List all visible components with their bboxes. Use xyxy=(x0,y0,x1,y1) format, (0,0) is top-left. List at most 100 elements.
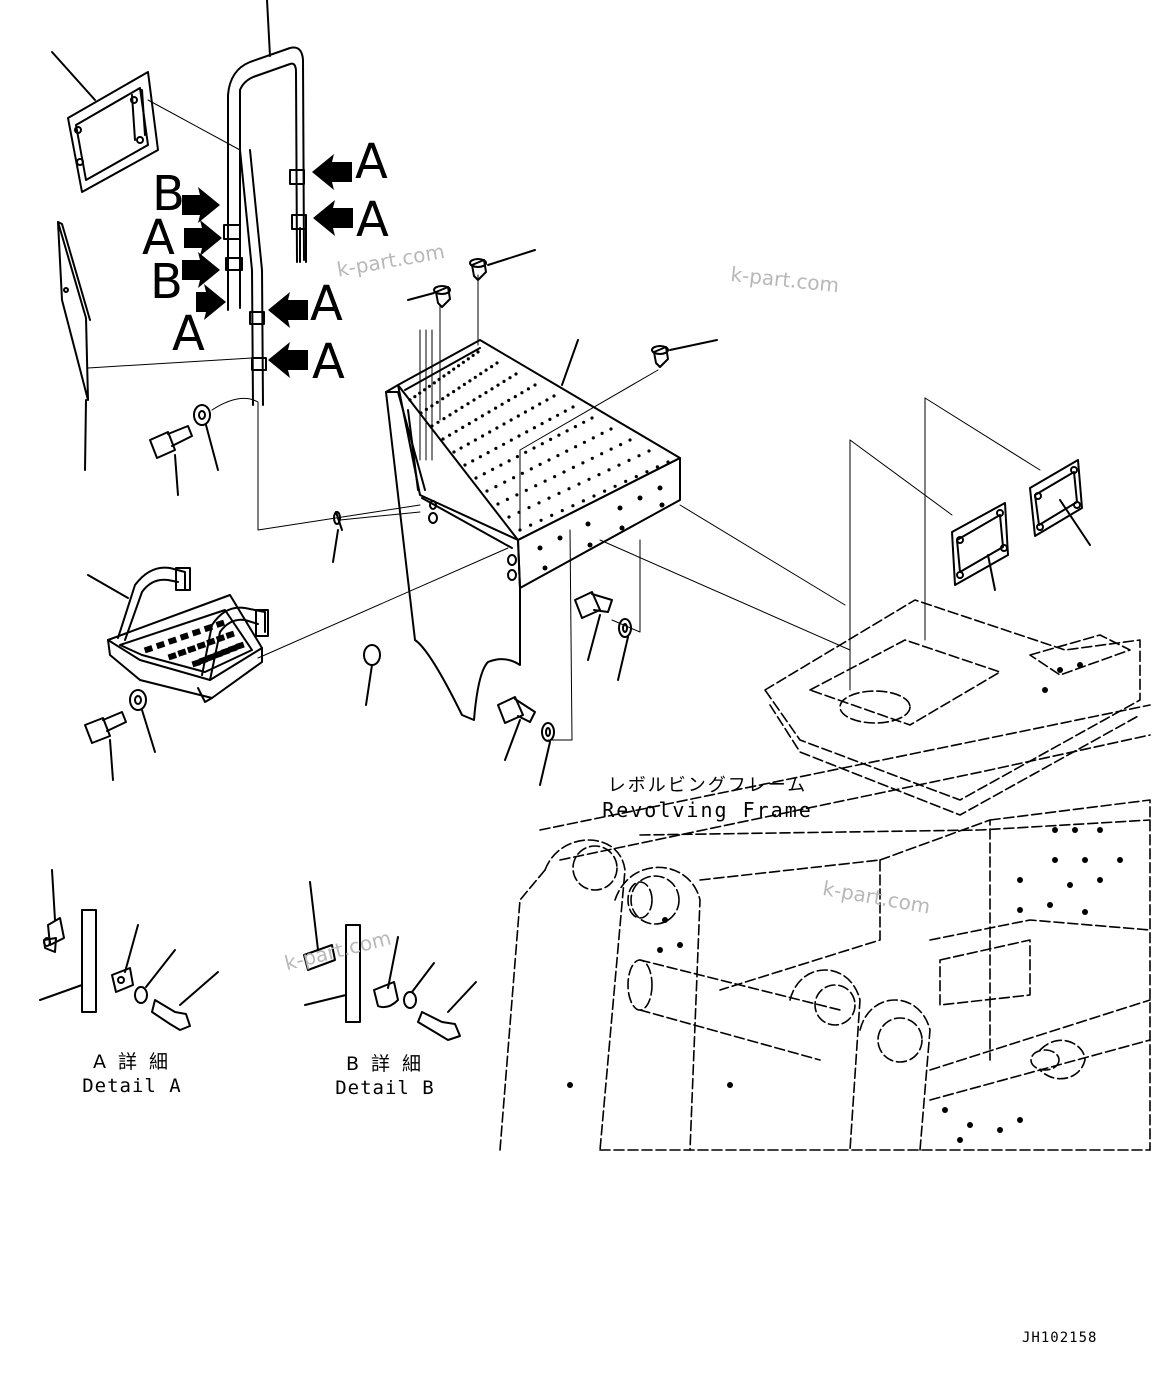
perforation-hole xyxy=(515,455,520,459)
leader-line xyxy=(51,51,96,101)
rubber-caps xyxy=(433,258,669,368)
grating-hole xyxy=(155,640,166,650)
leader-line xyxy=(174,454,179,496)
perforation-hole xyxy=(505,497,509,501)
perforation-hole xyxy=(502,379,506,383)
grating-hole xyxy=(186,645,197,654)
perforation-hole xyxy=(473,438,477,442)
perforation-hole xyxy=(482,472,486,476)
detail-a-drawing xyxy=(39,909,191,1031)
perforation-hole xyxy=(500,402,504,406)
leader-line xyxy=(407,292,435,301)
detail-b-caption-en: Detail B xyxy=(335,1077,435,1099)
assembly-lines xyxy=(849,397,1041,691)
leader-line xyxy=(539,741,551,786)
step-box xyxy=(385,339,681,721)
perforation-hole xyxy=(466,357,470,361)
perforation-hole xyxy=(565,449,569,453)
detail-b-drawing xyxy=(303,924,461,1041)
perforation-hole xyxy=(609,447,613,451)
grating-hole xyxy=(220,647,231,656)
perforation-hole xyxy=(563,409,567,413)
perforation-hole xyxy=(478,455,482,459)
perforation-hole xyxy=(574,445,578,449)
arrow-label-a: A xyxy=(356,192,389,248)
drawing-code: JH102158 xyxy=(1022,1330,1098,1346)
perforation-hole xyxy=(523,410,528,414)
perforation-hole xyxy=(509,438,513,442)
perforation-hole xyxy=(466,442,470,446)
perforation-hole xyxy=(486,451,490,455)
perforation-hole xyxy=(457,386,461,390)
perforation-hole xyxy=(587,477,591,481)
arrow-a3-icon xyxy=(184,220,222,256)
grating-hole xyxy=(225,630,235,639)
perforation-hole xyxy=(637,454,641,458)
perforation-hole xyxy=(454,429,458,433)
assembly-lines xyxy=(257,274,851,741)
arrow-label-b: B xyxy=(150,254,183,310)
perforation-hole xyxy=(627,458,631,462)
perforation-hole xyxy=(495,361,499,365)
perforation-hole xyxy=(479,372,483,376)
arrow-a4-icon xyxy=(268,292,308,328)
grating-hole xyxy=(167,636,178,645)
perforation-hole xyxy=(496,383,500,387)
perforation-hole xyxy=(581,461,585,465)
leader-line xyxy=(617,636,629,681)
bolt-and-washer xyxy=(84,689,147,744)
perforation-hole xyxy=(525,430,529,434)
grating-hole xyxy=(215,634,226,643)
perforation-hole xyxy=(524,450,528,454)
perforation-hole xyxy=(471,353,475,357)
perforation-hole xyxy=(436,420,440,424)
leader-line xyxy=(147,99,241,151)
detail-arrows xyxy=(182,154,353,378)
detail-b-caption: B 詳 細 Detail B xyxy=(325,1052,445,1100)
perforation-hole xyxy=(481,434,485,438)
grating-hole xyxy=(203,623,214,633)
handrail xyxy=(223,46,307,406)
perforation-hole xyxy=(557,491,561,495)
arrow-label-a: A xyxy=(142,210,175,266)
perforation-hole xyxy=(494,485,498,489)
upper-left-plate xyxy=(67,71,159,193)
step-ladder-grating xyxy=(143,619,245,668)
perforation-hole xyxy=(516,414,520,418)
cover-plate-2 xyxy=(951,502,1009,586)
leader-line xyxy=(87,574,129,599)
perforation-hole xyxy=(499,463,503,467)
detail-b-caption-jp: B 詳 細 xyxy=(345,1053,425,1075)
perforation-hole xyxy=(538,402,542,406)
grating-hole xyxy=(206,637,216,646)
perforation-hole xyxy=(565,429,569,433)
perforation-hole xyxy=(567,487,571,491)
perforation-hole xyxy=(591,436,595,440)
perforation-hole xyxy=(540,422,544,426)
grating-hole xyxy=(167,652,178,661)
grating-hole xyxy=(198,656,209,665)
perforation-hole xyxy=(473,375,477,379)
perforation-hole xyxy=(600,431,604,435)
left-side-plate xyxy=(57,221,91,401)
perforation-hole xyxy=(514,372,518,376)
leader-line xyxy=(447,981,477,1013)
perforation-hole xyxy=(655,465,660,469)
perforation-hole xyxy=(494,446,498,450)
perforation-hole xyxy=(507,459,511,463)
grating-hole xyxy=(215,619,226,628)
leader-line xyxy=(109,739,114,781)
frame-bolt-dots xyxy=(567,662,1123,1143)
perforation-hole xyxy=(571,465,576,469)
perforation-hole xyxy=(556,454,560,458)
perforation-hole xyxy=(571,405,575,409)
leader-line xyxy=(84,399,87,471)
perforation-hole xyxy=(511,476,516,480)
bolt-and-washer xyxy=(149,404,211,459)
leader-line xyxy=(205,424,219,471)
perforation-hole xyxy=(474,476,478,480)
perforation-hole xyxy=(634,475,638,479)
revolving-frame-label: レボルビングフレーム Revolving Frame xyxy=(600,774,815,822)
perforation-hole xyxy=(507,398,511,402)
perforation-hole xyxy=(502,422,506,426)
